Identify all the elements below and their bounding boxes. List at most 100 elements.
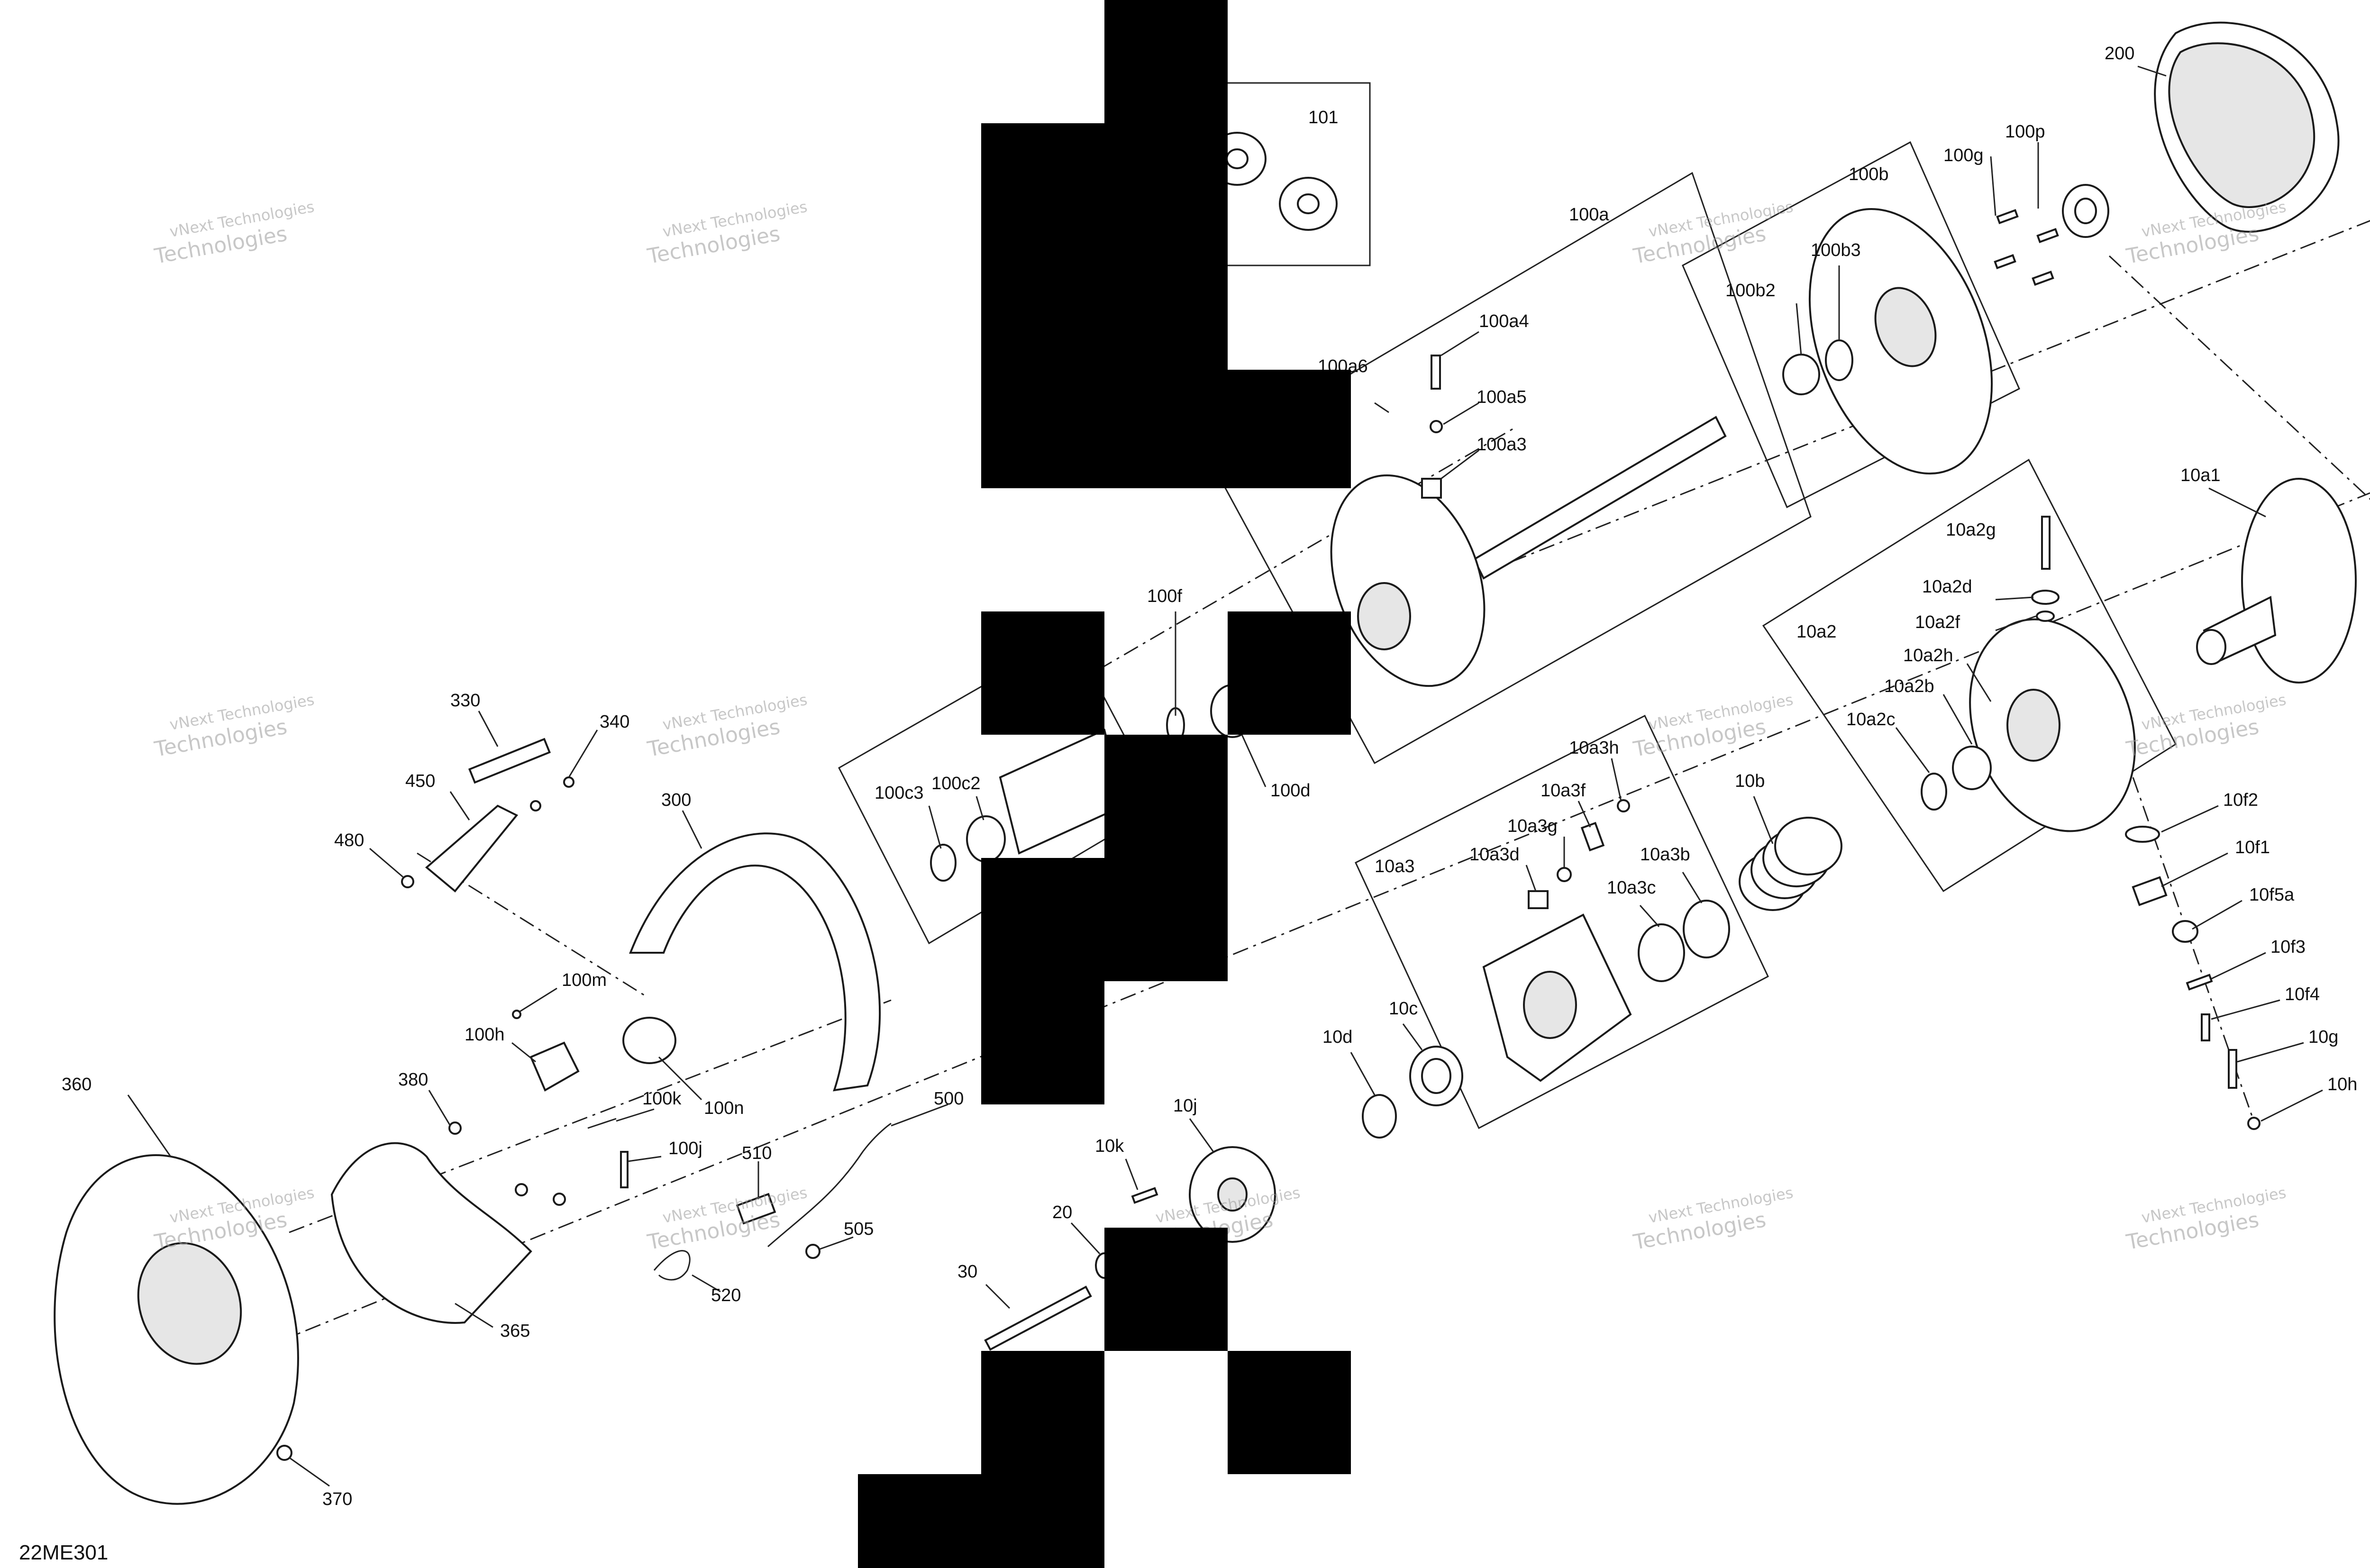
screw-380b bbox=[515, 1183, 528, 1196]
screw-380c bbox=[553, 1193, 566, 1206]
bearing-100b2 bbox=[1782, 354, 1820, 395]
callout-10a2h: 10a2h bbox=[1903, 646, 1953, 665]
callout-100n: 100n bbox=[704, 1098, 744, 1118]
driven-fixed-sheave bbox=[2241, 478, 2357, 684]
screw-380a bbox=[448, 1121, 462, 1135]
part-10f2 bbox=[2125, 826, 2160, 843]
redaction-block bbox=[1228, 370, 1351, 488]
driven-moveable-sheave-hub bbox=[2006, 689, 2060, 762]
spacer-100a3 bbox=[1421, 478, 1442, 499]
callout-10a3: 10a3 bbox=[1375, 857, 1415, 876]
redaction-block bbox=[1104, 1228, 1228, 1351]
ring-10a2c bbox=[1921, 773, 1947, 811]
pin-100a4 bbox=[1431, 355, 1441, 390]
guard-365 bbox=[330, 1142, 532, 1324]
screw-100g-3 bbox=[1994, 254, 2016, 269]
callout-300: 300 bbox=[661, 790, 691, 810]
washer-10a2f bbox=[2036, 611, 2055, 622]
callout-101: 101 bbox=[1308, 108, 1338, 128]
ring-100c3 bbox=[930, 844, 957, 882]
callout-10a1: 10a1 bbox=[2180, 465, 2221, 485]
shaft-end bbox=[2196, 629, 2226, 665]
part-10f3 bbox=[2186, 974, 2213, 991]
callout-100a3: 100a3 bbox=[1477, 435, 1527, 455]
callout-450: 450 bbox=[405, 771, 435, 791]
redaction-block bbox=[1104, 735, 1228, 858]
callout-100b3: 100b3 bbox=[1811, 240, 1861, 260]
part-10f1 bbox=[2132, 876, 2168, 906]
screw-100j bbox=[620, 1151, 629, 1188]
callout-10a3f: 10a3f bbox=[1540, 781, 1586, 801]
watermark: vNext Technologies Technologies bbox=[152, 691, 316, 762]
watermark: vNext Technologies Technologies bbox=[152, 198, 316, 269]
callout-200: 200 bbox=[2105, 44, 2134, 64]
oring-10d bbox=[1362, 1094, 1397, 1139]
redaction-block bbox=[981, 981, 1104, 1104]
plug-370 bbox=[276, 1445, 292, 1461]
callout-380: 380 bbox=[398, 1070, 428, 1090]
callout-10a3c: 10a3c bbox=[1607, 878, 1656, 898]
drive-shaft bbox=[1473, 416, 1727, 580]
callout-10g: 10g bbox=[2308, 1027, 2338, 1047]
callout-10a2c: 10a2c bbox=[1846, 710, 1896, 729]
redaction-block bbox=[1228, 611, 1351, 735]
frame-10a2 bbox=[1762, 458, 2177, 893]
washer-100n bbox=[622, 1017, 676, 1064]
redaction-block bbox=[1228, 1351, 1351, 1474]
screw-480 bbox=[401, 875, 414, 888]
callout-100b: 100b bbox=[1849, 164, 1889, 184]
bearing-10a3c bbox=[1638, 923, 1685, 982]
bracket-450 bbox=[425, 804, 519, 893]
callout-330: 330 bbox=[450, 691, 480, 711]
pin-10g bbox=[2228, 1049, 2237, 1089]
callout-100p: 100p bbox=[2005, 122, 2045, 142]
callout-510: 510 bbox=[742, 1143, 772, 1163]
callout-100j: 100j bbox=[668, 1139, 702, 1158]
watermark: vNext Technologies Technologies bbox=[1631, 198, 1795, 269]
callout-100c3: 100c3 bbox=[875, 783, 924, 803]
callout-10k: 10k bbox=[1095, 1136, 1124, 1156]
callout-10a3b: 10a3b bbox=[1640, 845, 1690, 865]
washer-10a2d bbox=[2031, 590, 2060, 605]
screw-10k bbox=[1131, 1187, 1158, 1204]
bracket-330 bbox=[468, 738, 551, 784]
seal-100p-hole bbox=[2074, 198, 2097, 224]
callout-10a3h: 10a3h bbox=[1569, 738, 1619, 758]
callout-10f2: 10f2 bbox=[2223, 790, 2258, 810]
callout-100h: 100h bbox=[465, 1025, 505, 1045]
watermark: vNext Technologies Technologies bbox=[645, 198, 809, 269]
callout-100m: 100m bbox=[562, 970, 607, 990]
callout-10f5a: 10f5a bbox=[2249, 885, 2295, 905]
spring-10b bbox=[1739, 817, 1842, 911]
drive-belt-inner bbox=[2168, 42, 2315, 208]
callout-10h: 10h bbox=[2327, 1075, 2357, 1094]
bolt-30 bbox=[984, 1285, 1092, 1351]
watermark: vNext Technologies Technologies bbox=[645, 691, 809, 762]
part-10f5a bbox=[2172, 920, 2198, 943]
sliding-sheave-hub bbox=[1874, 287, 1937, 367]
redaction-block bbox=[981, 123, 1228, 370]
clip-520 bbox=[653, 1250, 691, 1281]
callout-labels: 101 200 100a 100b 100g 100p 100b3 100b2 … bbox=[62, 44, 2357, 1509]
callout-100c2: 100c2 bbox=[931, 774, 981, 793]
screw-340b bbox=[530, 800, 541, 811]
callout-365: 365 bbox=[500, 1321, 530, 1341]
callout-520: 520 bbox=[711, 1285, 741, 1305]
callout-370: 370 bbox=[322, 1489, 352, 1509]
callout-10a2: 10a2 bbox=[1796, 622, 1837, 642]
callout-10a3g: 10a3g bbox=[1507, 816, 1558, 836]
washer-100a5 bbox=[1430, 420, 1443, 433]
callout-505: 505 bbox=[844, 1219, 874, 1239]
redaction-block bbox=[858, 1474, 1104, 1568]
callout-30: 30 bbox=[957, 1262, 977, 1282]
callout-10c: 10c bbox=[1389, 999, 1418, 1019]
callout-10b: 10b bbox=[1735, 771, 1765, 791]
screw-10a3h bbox=[1617, 799, 1630, 812]
callout-10a2f: 10a2f bbox=[1915, 612, 1960, 632]
screw-100g-1 bbox=[1996, 209, 2019, 224]
callout-10f1: 10f1 bbox=[2235, 838, 2270, 857]
part-10f4 bbox=[2201, 1013, 2210, 1041]
callout-10j: 10j bbox=[1173, 1096, 1197, 1116]
watermark: vNext Technologies Technologies bbox=[1631, 691, 1795, 762]
watermark: vNext Technologies Technologies bbox=[2124, 1184, 2288, 1255]
